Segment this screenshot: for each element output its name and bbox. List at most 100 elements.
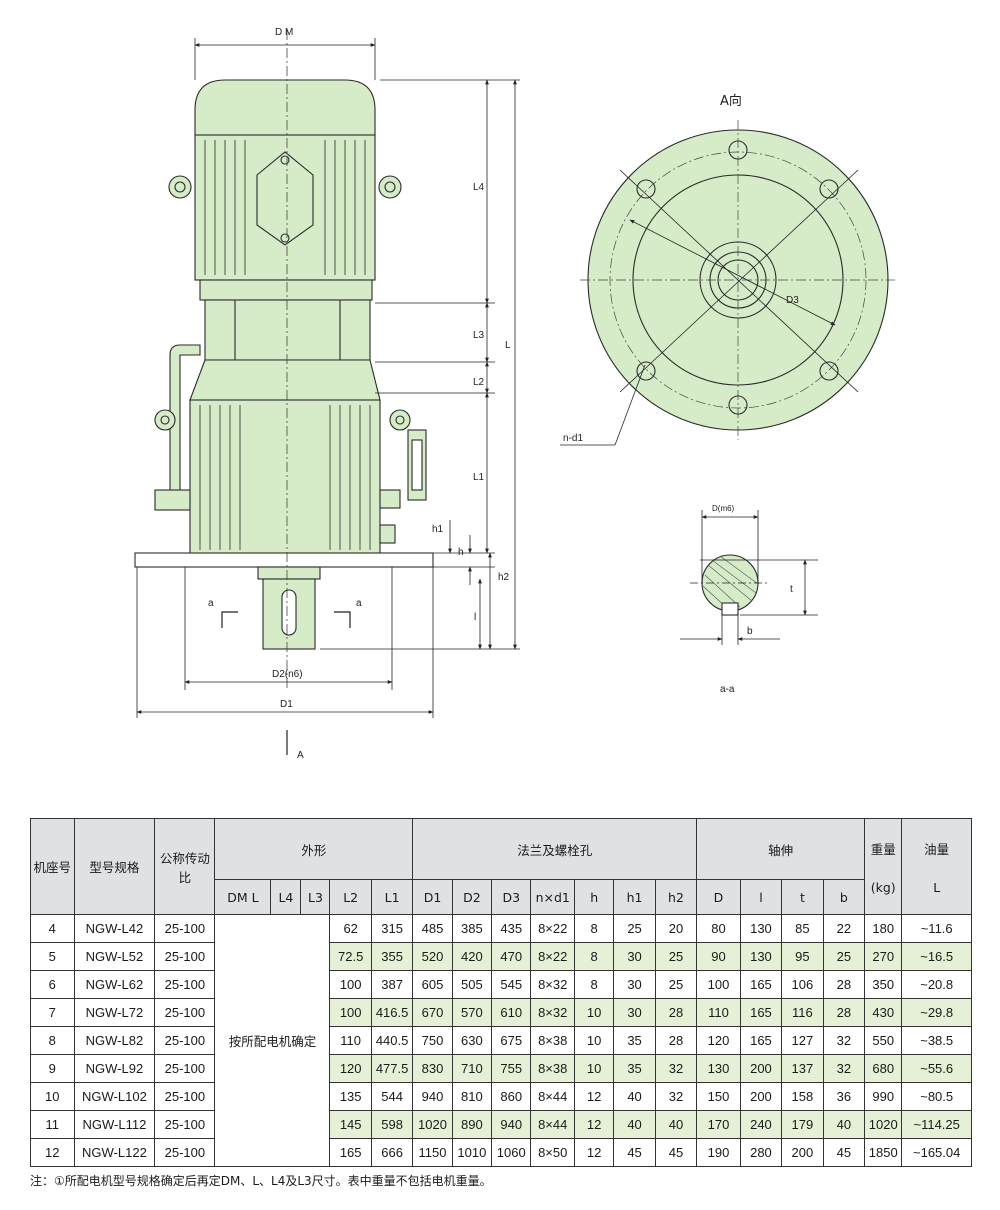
- table-cell: 4: [30, 914, 75, 943]
- table-cell: 28: [654, 998, 698, 1027]
- table-cell: 440.5: [370, 1026, 414, 1055]
- table-cell: 165: [739, 970, 783, 999]
- table-cell: 750: [412, 1026, 453, 1055]
- table-cell: 545: [491, 970, 532, 999]
- table-cell: NGW-L82: [73, 1026, 156, 1055]
- label-l4: L4: [473, 182, 485, 193]
- table-cell: 40: [613, 1082, 656, 1111]
- table-cell: 130: [739, 942, 783, 971]
- header-oil: 油量 L: [901, 818, 972, 915]
- label-d-m6: D(m6): [712, 504, 735, 513]
- table-cell: 190: [696, 1138, 741, 1167]
- table-cell: 520: [412, 942, 453, 971]
- table-cell: 680: [864, 1054, 903, 1083]
- table-cell: 420: [451, 942, 493, 971]
- sub-header-cell: D2: [451, 879, 493, 915]
- sub-header-cell: D3: [491, 879, 532, 915]
- table-cell: 10: [30, 1082, 75, 1111]
- label-l1: L1: [473, 472, 485, 483]
- merged-note-cell: 按所配电机确定: [214, 914, 331, 1167]
- table-cell: 25-100: [154, 942, 216, 971]
- header-shape: 外形: [214, 818, 414, 880]
- table-cell: 630: [451, 1026, 493, 1055]
- table-cell: 40: [613, 1110, 656, 1139]
- table-cell: 62: [329, 914, 372, 943]
- table-cell: NGW-L102: [73, 1082, 156, 1111]
- table-cell: 355: [370, 942, 414, 971]
- table-cell: ~16.5: [901, 942, 972, 971]
- table-cell: 25-100: [154, 1026, 216, 1055]
- label-d1: D1: [280, 699, 293, 710]
- table-cell: 100: [329, 998, 372, 1027]
- table-cell: 30: [613, 970, 656, 999]
- table-cell: 150: [696, 1082, 741, 1111]
- table-cell: 8: [30, 1026, 75, 1055]
- table-cell: 45: [654, 1138, 698, 1167]
- table-cell: 430: [864, 998, 903, 1027]
- label-l2: L2: [473, 377, 485, 388]
- table-cell: 670: [412, 998, 453, 1027]
- table-cell: 25: [613, 914, 656, 943]
- table-cell: 32: [822, 1026, 866, 1055]
- table-cell: 940: [491, 1110, 532, 1139]
- label-d2: D2(n6): [272, 669, 303, 680]
- table-cell: NGW-L42: [73, 914, 156, 943]
- label-l: L: [505, 340, 511, 351]
- table-cell: ~165.04: [901, 1138, 972, 1167]
- header-shaft: 轴伸: [696, 818, 866, 880]
- table-cell: 1850: [864, 1138, 903, 1167]
- table-cell: ~20.8: [901, 970, 972, 999]
- table-cell: 28: [822, 998, 866, 1027]
- table-cell: 30: [613, 998, 656, 1027]
- dim-vertical: [320, 79, 520, 650]
- table-cell: 179: [781, 1110, 824, 1139]
- table-cell: 8×22: [530, 942, 575, 971]
- table-cell: 40: [654, 1110, 698, 1139]
- table-cell: 200: [781, 1138, 824, 1167]
- sub-header-cell: h: [573, 879, 615, 915]
- table-cell: 10: [573, 998, 615, 1027]
- table-cell: 477.5: [370, 1054, 414, 1083]
- table-cell: NGW-L92: [73, 1054, 156, 1083]
- table-cell: 12: [573, 1138, 615, 1167]
- table-cell: 28: [822, 970, 866, 999]
- header-frame: 机座号: [30, 818, 75, 915]
- label-t: t: [790, 584, 793, 595]
- table-cell: 25-100: [154, 914, 216, 943]
- table-cell: ~29.8: [901, 998, 972, 1027]
- table-cell: 30: [613, 942, 656, 971]
- table-cell: 8×32: [530, 998, 575, 1027]
- table-cell: 544: [370, 1082, 414, 1111]
- table-cell: 80: [696, 914, 741, 943]
- table-cell: 890: [451, 1110, 493, 1139]
- table-cell: 25: [654, 942, 698, 971]
- table-cell: 100: [696, 970, 741, 999]
- table-cell: 22: [822, 914, 866, 943]
- table-cell: 158: [781, 1082, 824, 1111]
- table-cell: 675: [491, 1026, 532, 1055]
- table-cell: 90: [696, 942, 741, 971]
- header-flange: 法兰及螺栓孔: [412, 818, 698, 880]
- table-cell: NGW-L112: [73, 1110, 156, 1139]
- table-cell: 45: [822, 1138, 866, 1167]
- header-weight: 重量 (kg): [864, 818, 903, 915]
- table-cell: 180: [864, 914, 903, 943]
- label-l-small: l: [474, 612, 476, 623]
- table-cell: 95: [781, 942, 824, 971]
- table-cell: 200: [739, 1082, 783, 1111]
- table-cell: 505: [451, 970, 493, 999]
- table-cell: 940: [412, 1082, 453, 1111]
- table-cell: 28: [654, 1026, 698, 1055]
- table-cell: ~80.5: [901, 1082, 972, 1111]
- table-cell: 25: [822, 942, 866, 971]
- sub-header-cell: L4: [270, 879, 302, 915]
- table-cell: 570: [451, 998, 493, 1027]
- label-dm: D M: [275, 27, 293, 38]
